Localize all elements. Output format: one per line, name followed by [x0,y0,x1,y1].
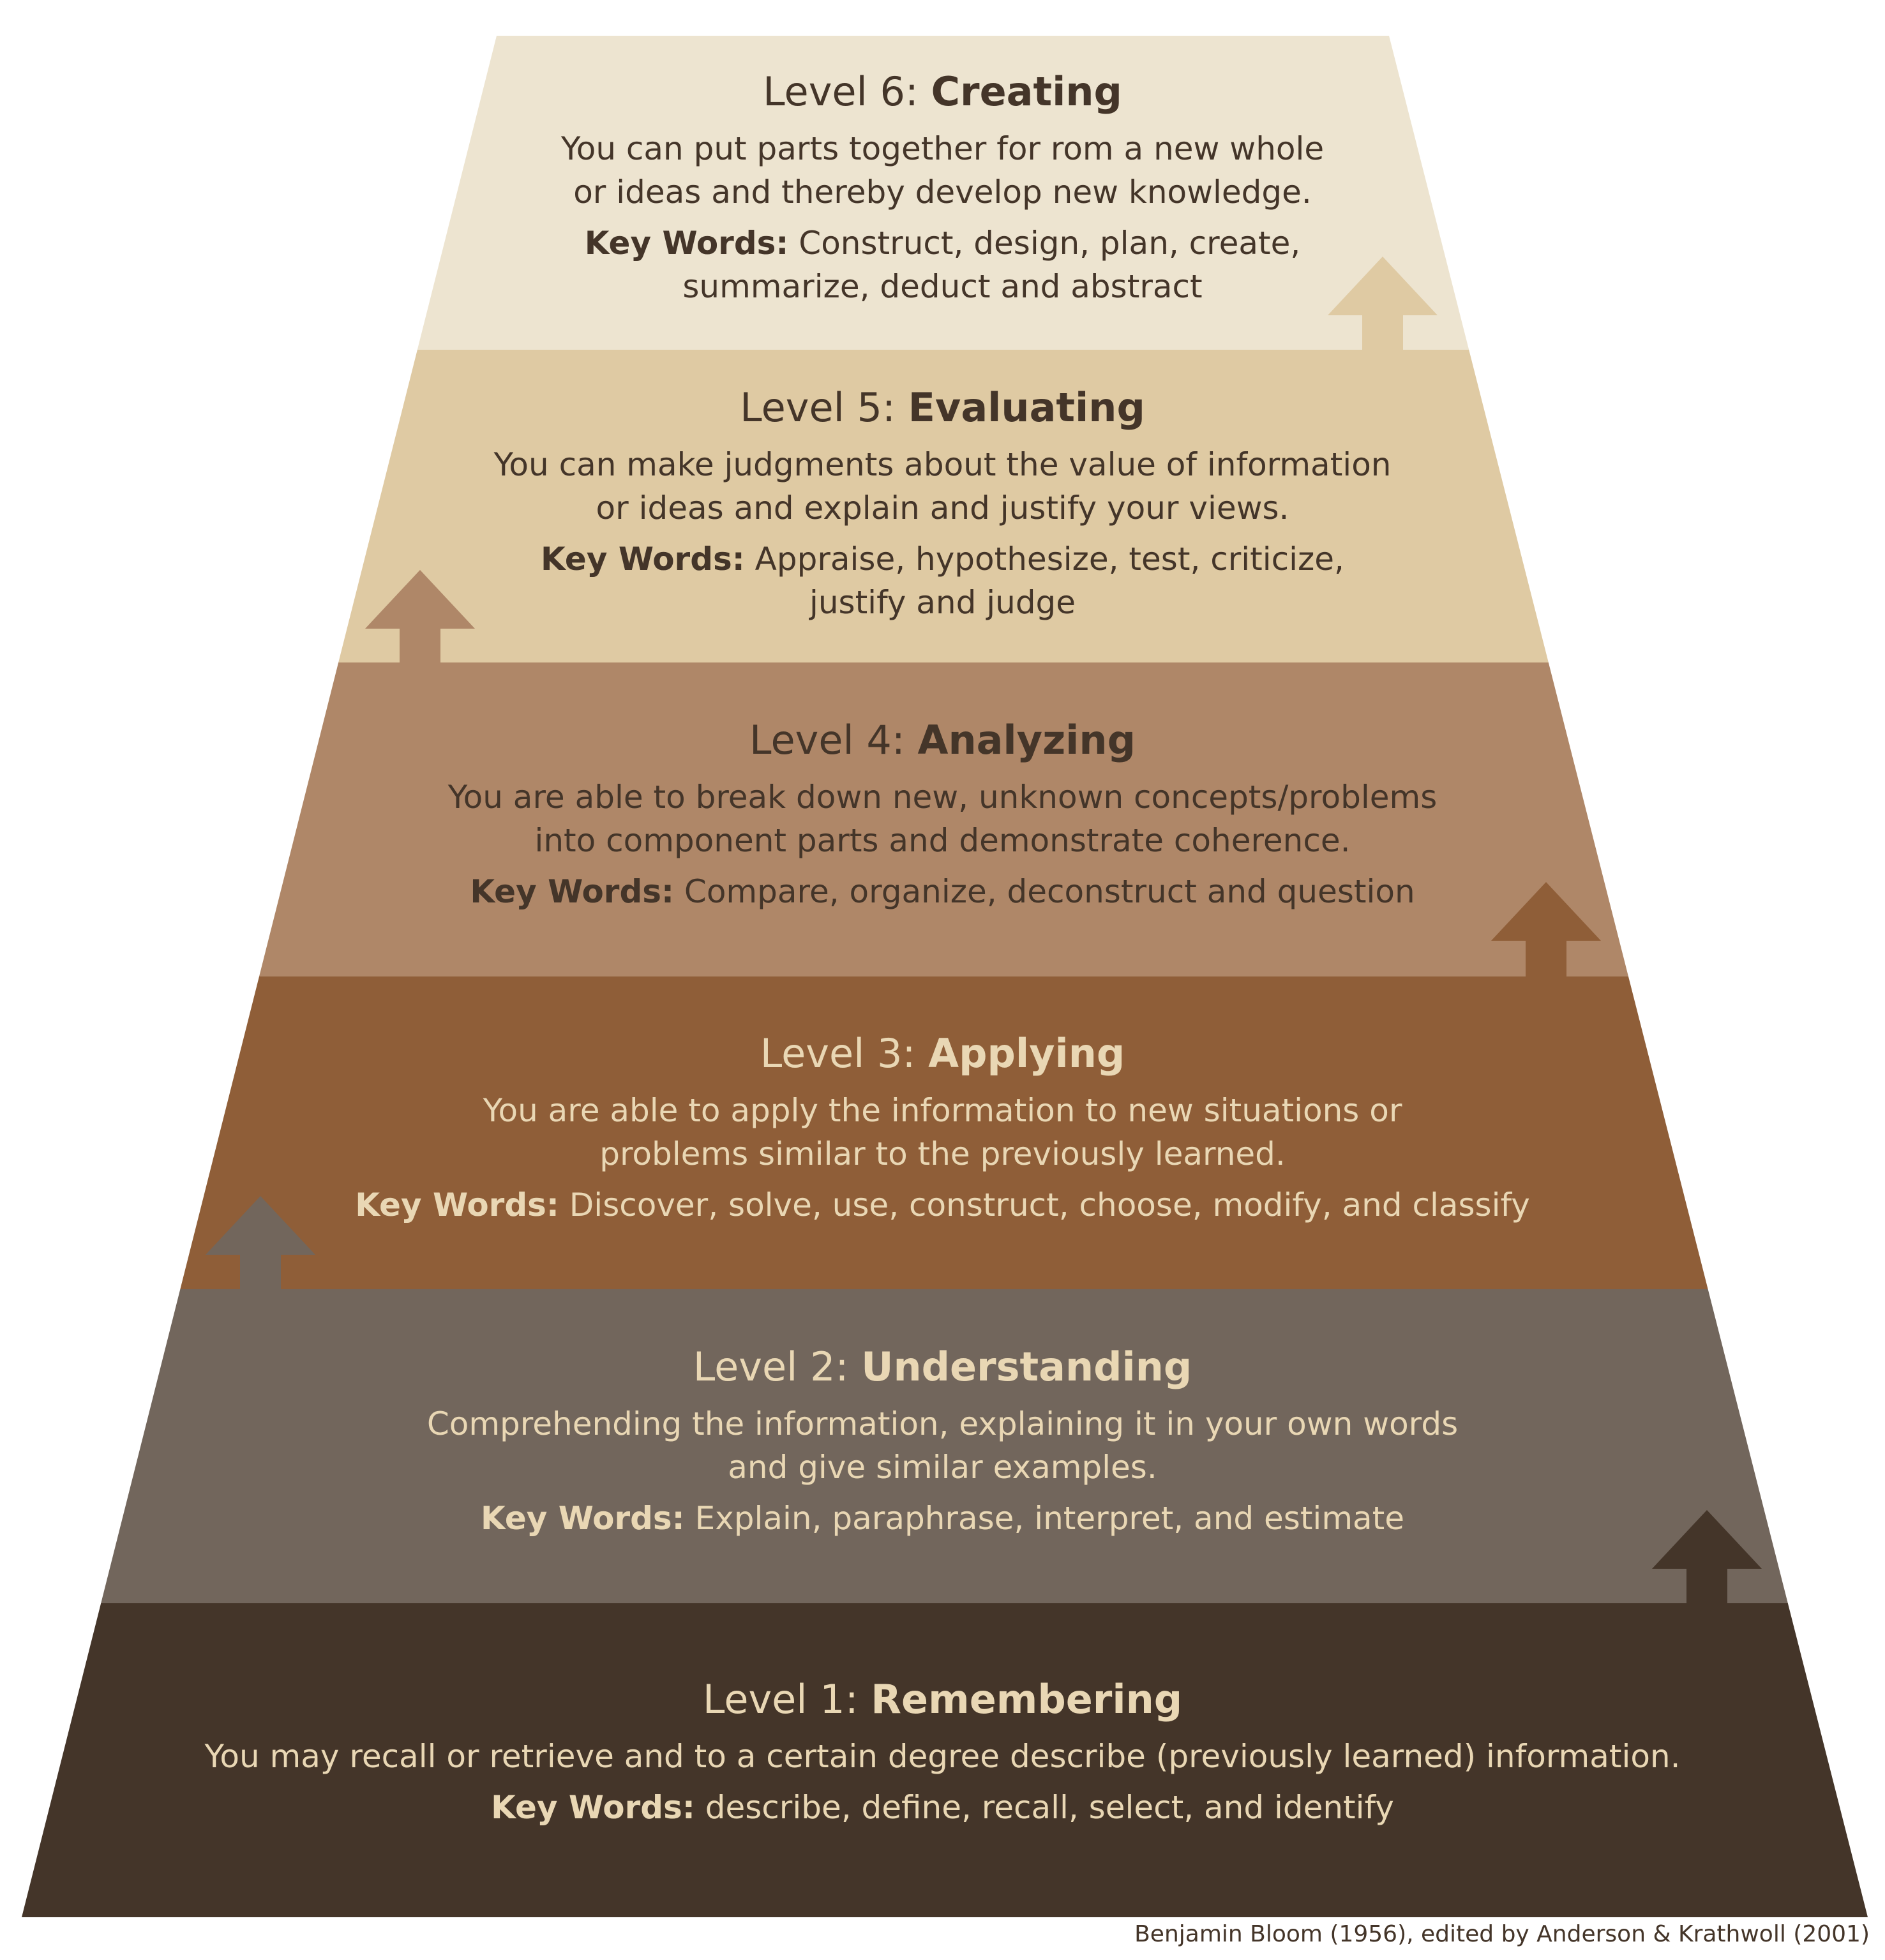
level-3-keywords: Key Words: Discover, solve, use, constru… [0,1183,1885,1227]
level-6-keywords-line: Key Words: Construct, design, plan, crea… [0,221,1885,265]
level-6-name: Creating [931,68,1122,115]
level-6-description: You can put parts together for rom a new… [0,127,1885,214]
source-citation: Benjamin Bloom (1956), edited by Anderso… [1134,1921,1870,1947]
level-2-title: Level 2: Understanding [0,1344,1885,1389]
level-6-keywords: Key Words: Construct, design, plan, crea… [0,221,1885,308]
arrow-up-icon [206,1196,315,1289]
level-4-description-line: You are able to break down new, unknown … [447,779,1438,816]
level-4-description: You are able to break down new, unknown … [0,775,1885,862]
keywords-label: Key Words: [584,225,789,262]
keywords-label: Key Words: [480,1500,685,1537]
level-6-description-line: You can put parts together for rom a new… [560,130,1325,168]
keywords-label: Key Words: [541,541,745,578]
level-2-description: Comprehending the information, explainin… [0,1402,1885,1489]
level-5-name: Evaluating [908,384,1145,431]
level-6-keywords-text: summarize, deduct and abstract [682,268,1203,306]
level-1-name: Remembering [871,1676,1183,1723]
level-1-keywords: Key Words: describe, define, recall, sel… [0,1786,1885,1829]
keywords-label: Key Words: [491,1789,695,1827]
level-5-title: Level 5: Evaluating [0,385,1885,430]
level-6-keywords-text: Construct, design, plan, create, [799,225,1301,262]
level-4-band [259,662,1628,976]
level-5-band [338,350,1549,662]
level-2-name: Understanding [861,1343,1192,1390]
level-5-description-line: You can make judgments about the value o… [493,446,1392,484]
arrow-up-icon [365,570,475,662]
level-3-title: Level 3: Applying [0,1031,1885,1076]
level-3-description-line: problems similar to the previously learn… [599,1135,1286,1173]
level-2-keywords-text: Explain, paraphrase, interpret, and esti… [695,1500,1405,1537]
level-2-band [101,1289,1788,1603]
level-2-keywords: Key Words: Explain, paraphrase, interpre… [0,1497,1885,1540]
level-5-description: You can make judgments about the value o… [0,443,1885,530]
level-6-number: Level 6: [763,68,919,115]
level-3-number: Level 3: [760,1030,916,1077]
level-1-remembering: Level 1: Remembering You may recall or r… [0,1677,1885,1829]
level-1-description: You may recall or retrieve and to a cert… [0,1735,1885,1778]
level-2-keywords-line: Key Words: Explain, paraphrase, interpre… [0,1497,1885,1540]
level-5-keywords-line: Key Words: Appraise, hypothesize, test, … [0,537,1885,581]
level-3-band [180,976,1708,1289]
level-5-keywords-text: justify and judge [809,584,1076,622]
level-3-description: You are able to apply the information to… [0,1089,1885,1176]
arrow-up-icon [1328,257,1438,350]
level-2-description-line: Comprehending the information, explainin… [426,1405,1459,1443]
level-4-description-line: into component parts and demonstrate coh… [534,822,1351,860]
level-2-understanding: Level 2: Understanding Comprehending the… [0,1344,1885,1540]
level-3-description-line: You are able to apply the information to… [483,1092,1402,1130]
level-1-band [22,1603,1868,1917]
level-5-keywords-text: Appraise, hypothesize, test, criticize, [755,541,1344,578]
level-6-creating: Level 6: Creating You can put parts toge… [0,69,1885,308]
level-3-name: Applying [928,1030,1125,1077]
level-5-description-line: or ideas and explain and justify your vi… [596,490,1289,527]
level-1-keywords-text: describe, define, recall, select, and id… [705,1789,1394,1827]
keywords-label: Key Words: [355,1186,559,1224]
level-2-number: Level 2: [693,1343,849,1390]
level-2-description-line: and give similar examples. [728,1449,1157,1486]
arrow-up-icon [1491,882,1601,976]
level-5-number: Level 5: [740,384,896,431]
level-3-keywords-line: Key Words: Discover, solve, use, constru… [0,1183,1885,1227]
level-4-analyzing: Level 4: Analyzing You are able to break… [0,717,1885,913]
level-1-keywords-line: Key Words: describe, define, recall, sel… [0,1786,1885,1829]
level-1-description-line: You may recall or retrieve and to a cert… [204,1738,1681,1776]
level-6-title: Level 6: Creating [0,69,1885,114]
level-4-number: Level 4: [749,717,905,763]
level-6-band [417,36,1469,350]
level-1-number: Level 1: [702,1676,859,1723]
keywords-label: Key Words: [470,873,675,911]
level-5-evaluating: Level 5: Evaluating You can make judgmen… [0,385,1885,624]
level-4-name: Analyzing [917,717,1136,763]
level-4-keywords: Key Words: Compare, organize, deconstruc… [0,870,1885,913]
arrow-up-icon [1652,1510,1762,1603]
level-1-title: Level 1: Remembering [0,1677,1885,1722]
level-5-keywords: Key Words: Appraise, hypothesize, test, … [0,537,1885,624]
level-4-title: Level 4: Analyzing [0,717,1885,763]
level-6-description-line: or ideas and thereby develop new knowled… [573,174,1312,211]
level-3-keywords-text: Discover, solve, use, construct, choose,… [569,1186,1530,1224]
level-3-applying: Level 3: Applying You are able to apply … [0,1031,1885,1227]
level-4-keywords-line: Key Words: Compare, organize, deconstruc… [0,870,1885,913]
level-4-keywords-text: Compare, organize, deconstruct and quest… [684,873,1415,911]
